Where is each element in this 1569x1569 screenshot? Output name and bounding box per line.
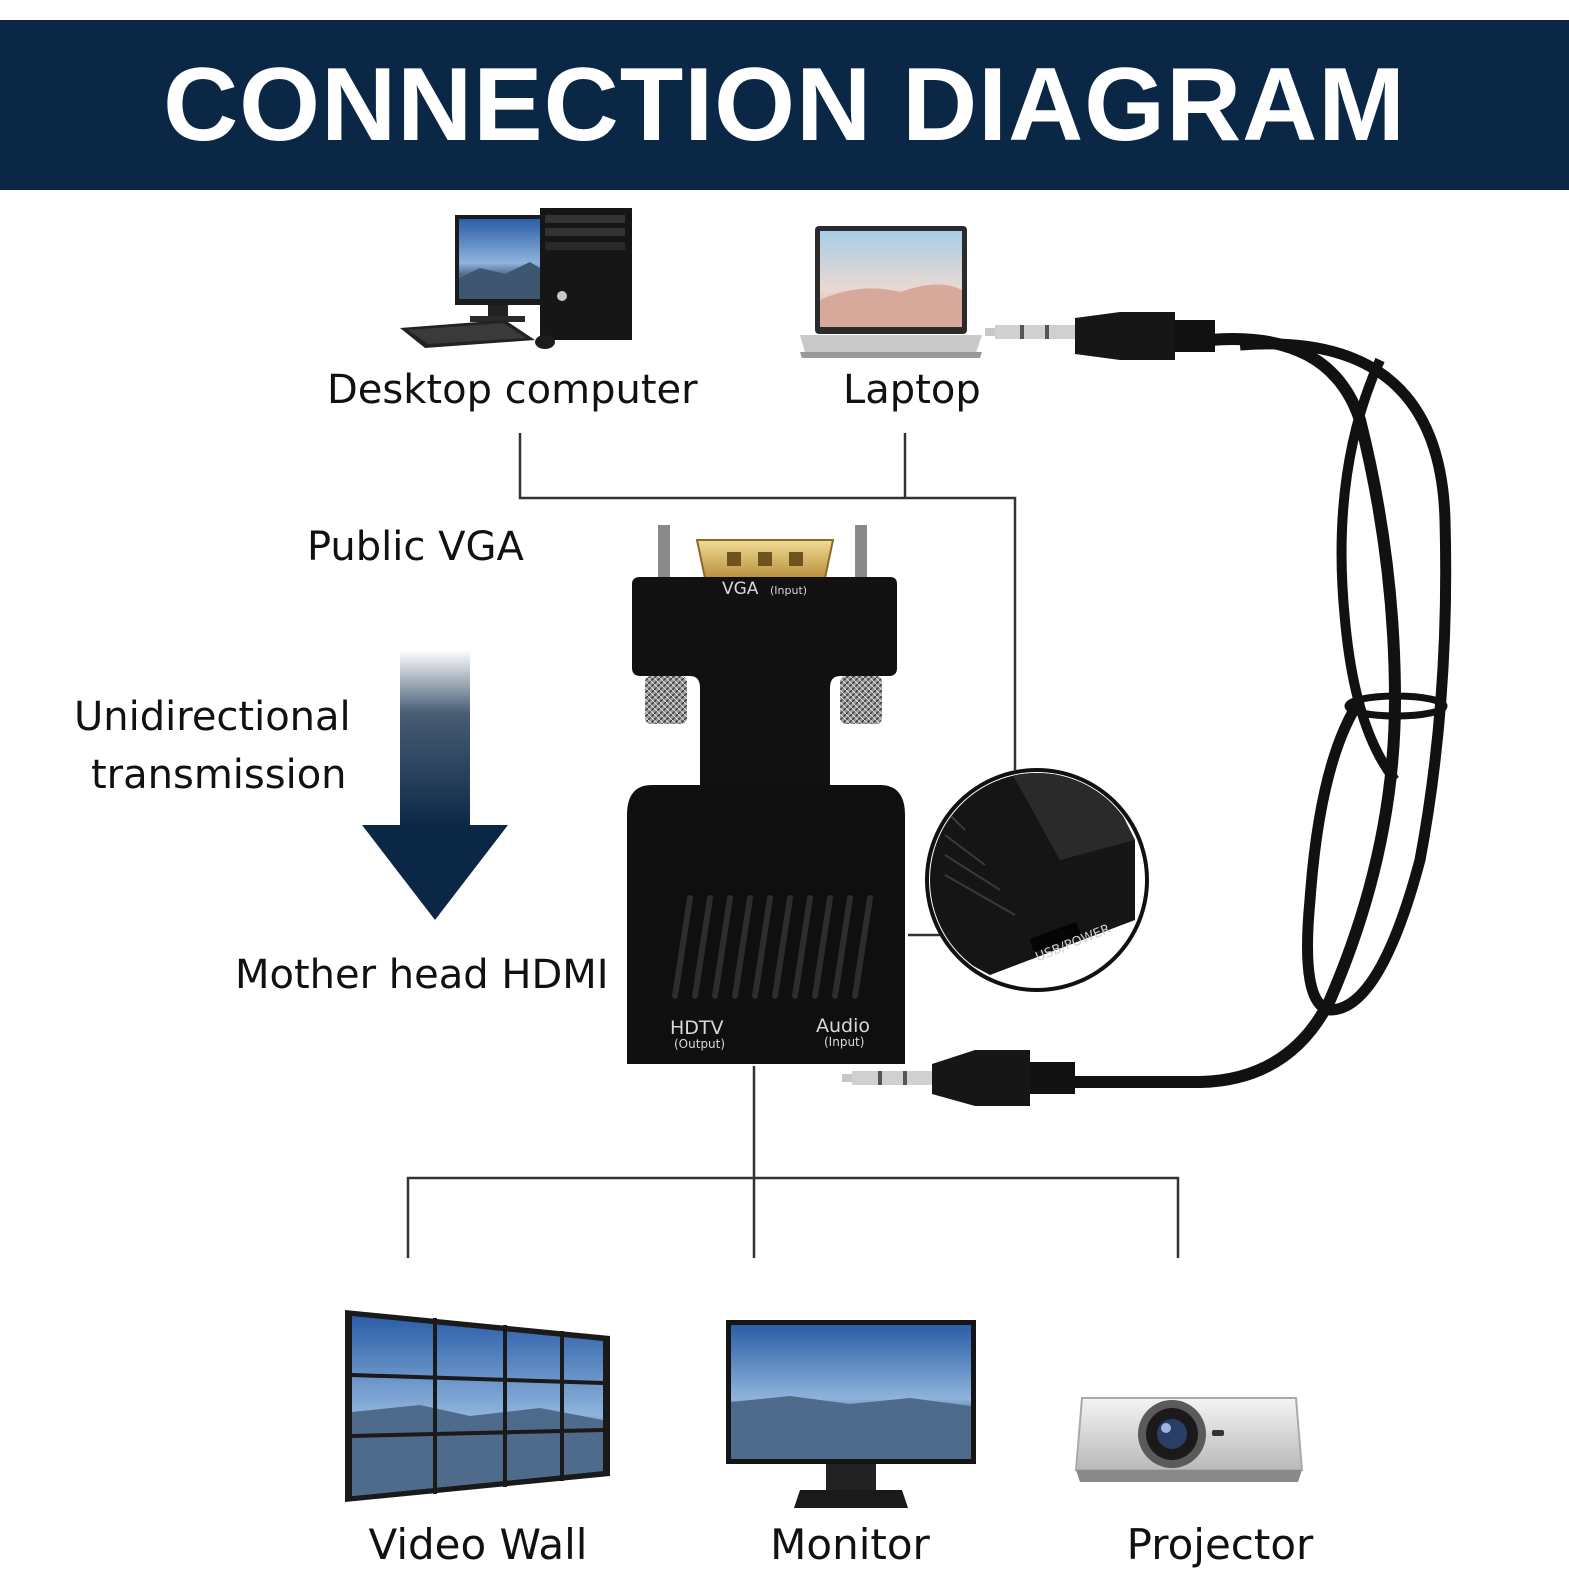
desktop-computer-icon [400, 208, 632, 349]
audio-cable [1064, 333, 1452, 1088]
monitor-icon [726, 1320, 976, 1508]
audio-sublabel: (Input) [824, 1035, 864, 1049]
title-banner: CONNECTION DIAGRAM [0, 20, 1569, 190]
monitor-label: Monitor [770, 1520, 930, 1569]
video-wall-label: Video Wall [368, 1520, 588, 1569]
projector-label: Projector [1126, 1520, 1314, 1569]
vga-hdmi-adapter: VGA (Input) HDTV (Output) Audio (Input) [627, 525, 905, 1064]
unidirectional-label: Unidirectional [74, 694, 351, 740]
vga-input-label: VGA [722, 579, 759, 599]
audio-label: Audio [816, 1015, 870, 1037]
page-title: CONNECTION DIAGRAM [163, 46, 1406, 163]
vga-input-sublabel: (Input) [770, 584, 807, 597]
connector-lines [406, 433, 1180, 1258]
laptop-icon [800, 226, 982, 358]
usb-power-zoom-detail: USB/POWER [925, 768, 1149, 992]
laptop-label: Laptop [843, 367, 981, 413]
down-arrow-icon [362, 650, 508, 920]
audio-plug-top [985, 312, 1215, 360]
projector-icon [1074, 1397, 1304, 1482]
hdtv-label: HDTV [670, 1017, 724, 1039]
video-wall-icon [345, 1310, 610, 1502]
hdtv-sublabel: (Output) [674, 1037, 725, 1051]
transmission-label: transmission [91, 752, 347, 798]
mother-head-hdmi-label: Mother head HDMI [235, 952, 609, 998]
audio-plug-bottom [842, 1050, 1075, 1106]
public-vga-label: Public VGA [307, 524, 524, 570]
desktop-computer-label: Desktop computer [327, 367, 698, 413]
